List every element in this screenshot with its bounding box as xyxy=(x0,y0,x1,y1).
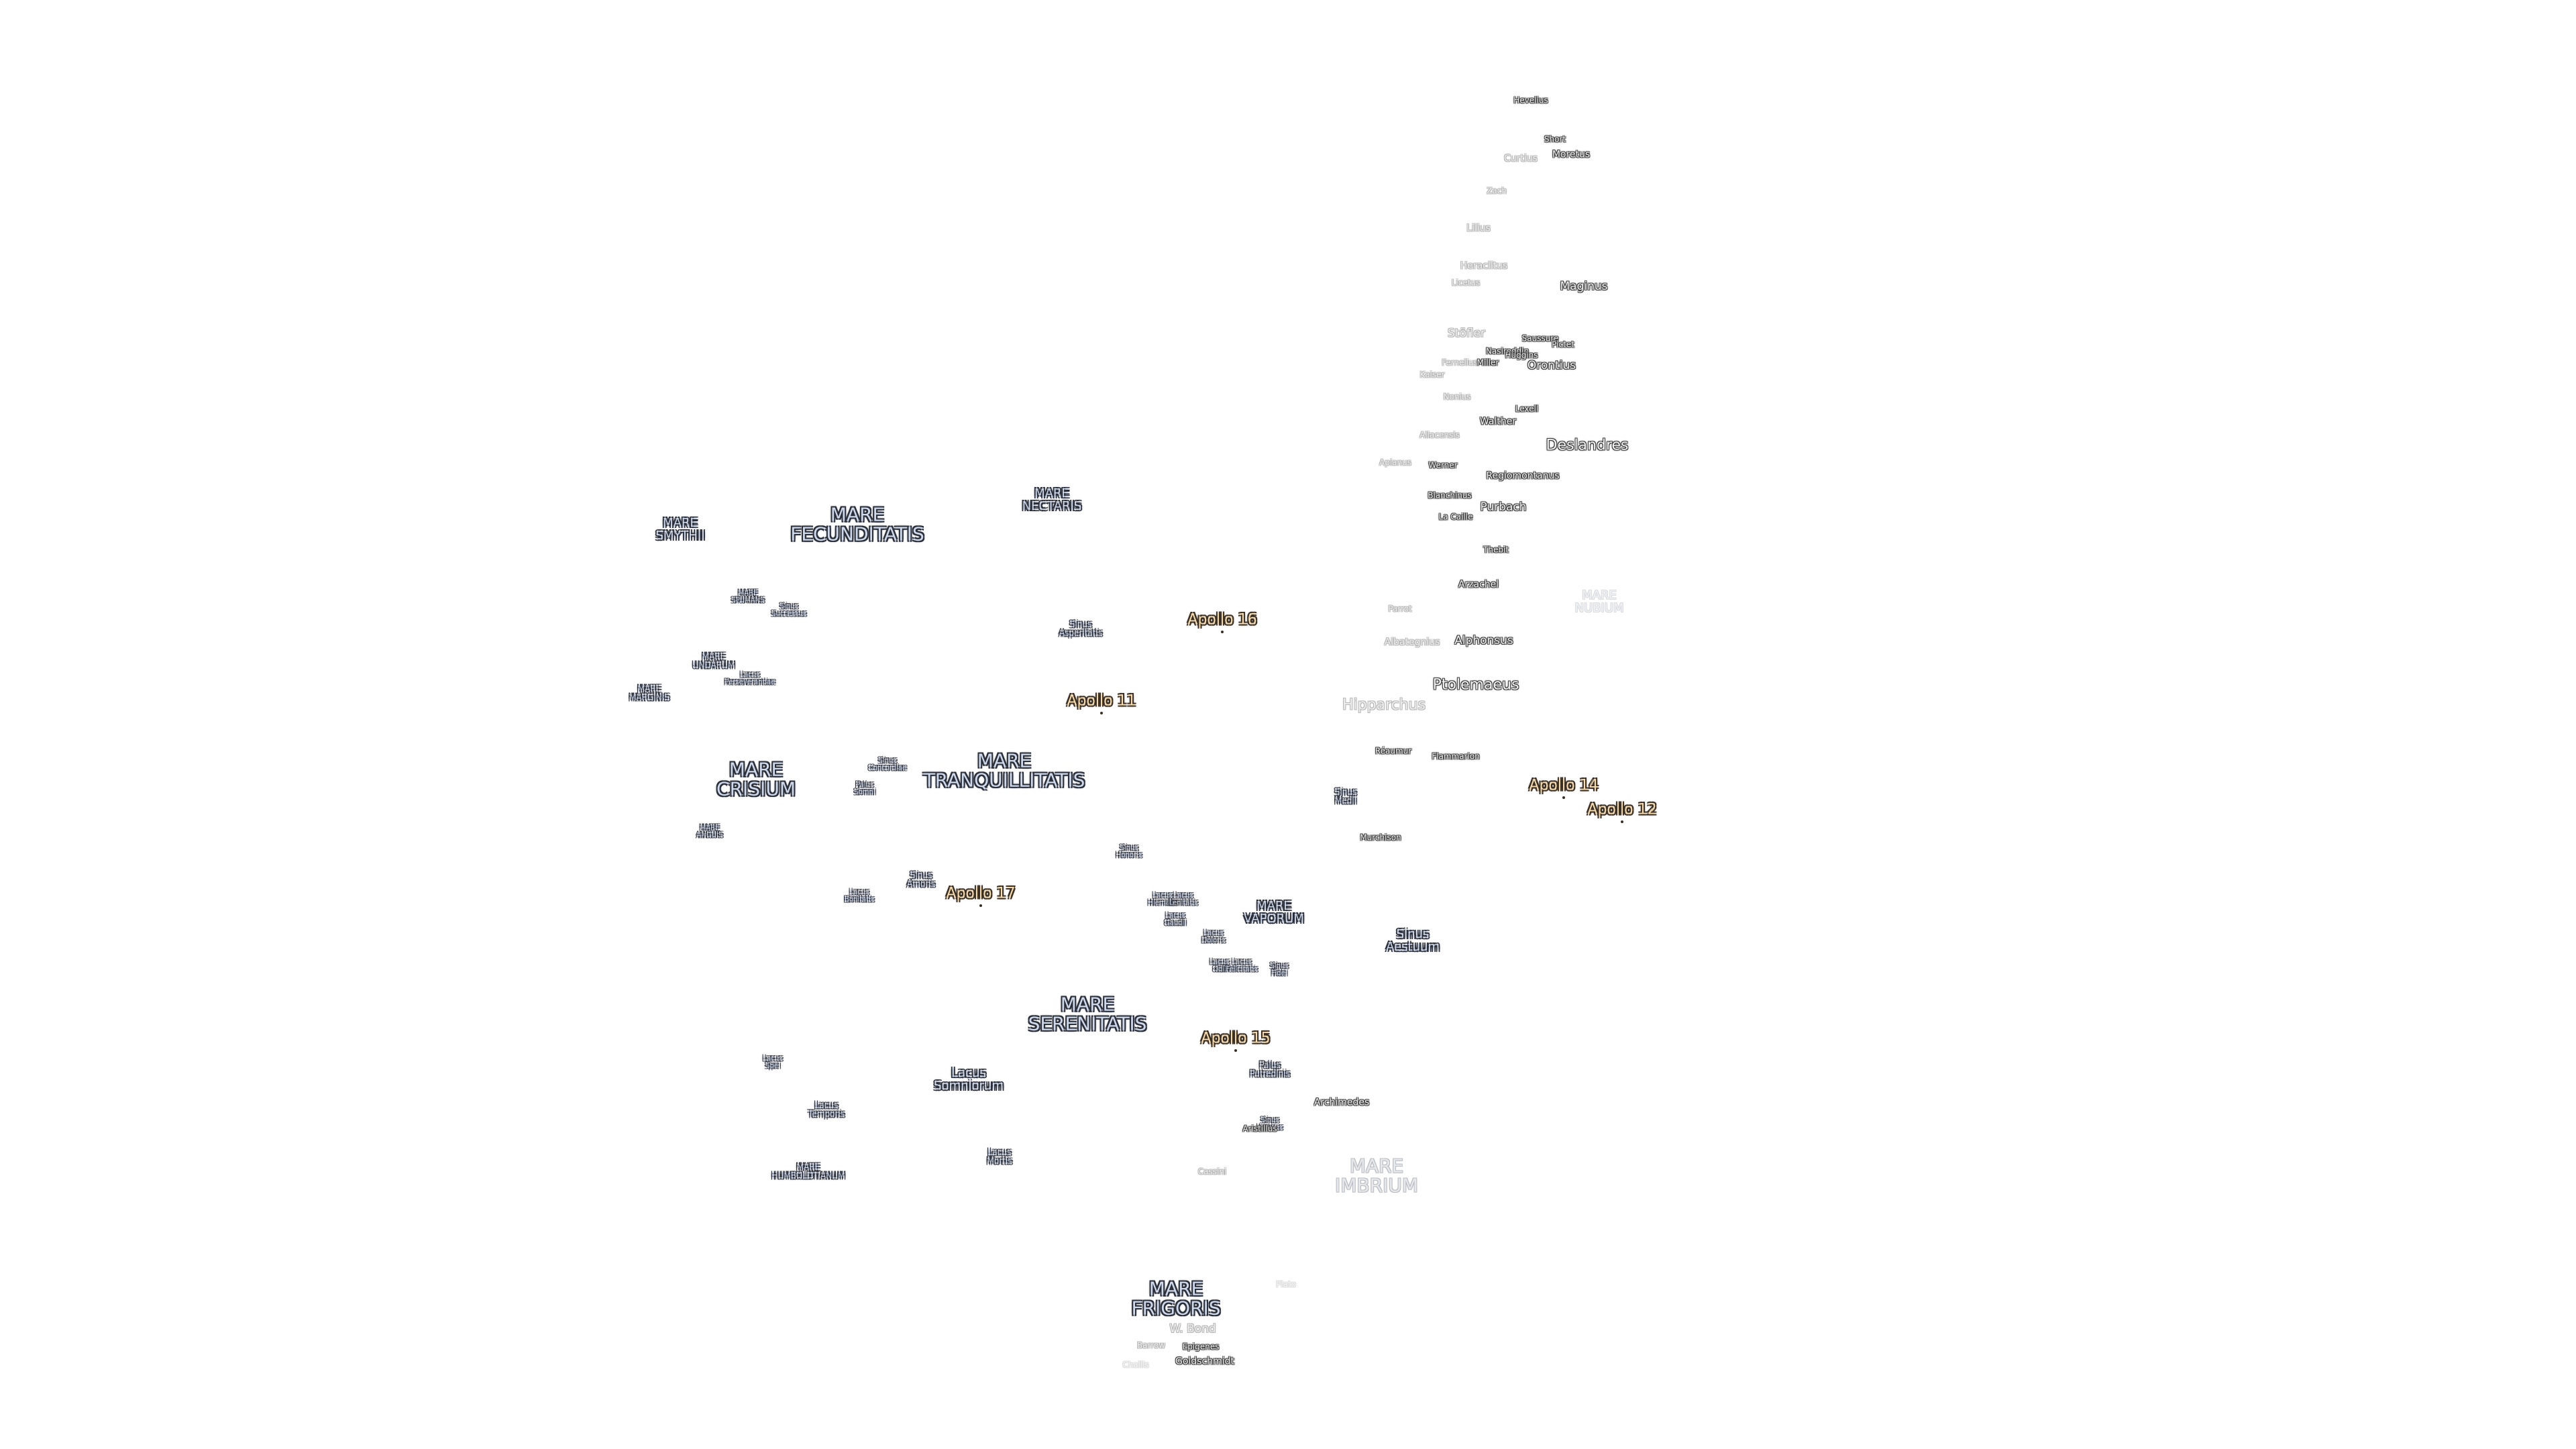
feature-label-palus-putredinis: Palus Putredinis xyxy=(1250,1060,1290,1078)
crater-label-hipparchus: Hipparchus xyxy=(1342,696,1426,714)
crater-label-ptolemaeus: Ptolemaeus xyxy=(1432,676,1519,694)
landing-site-marker xyxy=(1221,631,1224,633)
feature-label-lacus-somniorum: Lacus Somniorum xyxy=(934,1066,1004,1093)
feature-label-lacus-doloris: Lacus Doloris xyxy=(1201,929,1226,944)
crater-label-moretus: Moretus xyxy=(1552,149,1591,160)
feature-label-lacus-felicitatis: Lacus Felicitatis xyxy=(1226,958,1258,973)
feature-label-mare-spumans: MARE SPUMANS xyxy=(731,589,765,604)
landing-site-marker xyxy=(1621,820,1623,823)
crater-label-cassini: Cassini xyxy=(1197,1167,1227,1177)
crater-label-st-fler: Stöfler xyxy=(1447,327,1486,341)
crater-label-goldschmidt: Goldschmidt xyxy=(1175,1356,1234,1367)
crater-label-thebit: Thebit xyxy=(1483,545,1509,555)
crater-label-aristillus: Aristillus xyxy=(1242,1124,1277,1134)
crater-label-alphonsus: Alphonsus xyxy=(1454,634,1513,648)
feature-label-mare-humboldtianum: MARE HUMBOLDTIANUM xyxy=(771,1162,845,1180)
feature-label-sinus-successus: Sinus Successus xyxy=(771,602,806,617)
crater-label-archimedes: Archimedes xyxy=(1313,1097,1370,1108)
crater-label-huggins: Huggins xyxy=(1505,350,1538,360)
feature-label-mare-smythii: MARE SMYTHII xyxy=(655,516,705,543)
feature-label-lacus-bonitatis: Lacus Bonitatis xyxy=(844,888,875,903)
feature-label-mare-marginis: MARE MARGINIS xyxy=(629,684,669,702)
crater-label-epigenes: Epigenes xyxy=(1182,1342,1220,1352)
crater-label-licetus: Licetus xyxy=(1451,278,1481,288)
crater-label-werner: Werner xyxy=(1428,460,1458,470)
crater-label-hevelius: Hevelius xyxy=(1513,95,1548,105)
feature-label-mare-vaporum: MARE VAPORUM xyxy=(1244,899,1304,926)
feature-label-lacus-hiemalis: Lacus Hiemalis xyxy=(1148,892,1177,906)
feature-label-sinus-medii: Sinus Medii xyxy=(1334,787,1357,805)
crater-label-deslandres: Deslandres xyxy=(1546,437,1629,454)
crater-label-orontius: Orontius xyxy=(1527,359,1576,373)
crater-label-walther: Walther xyxy=(1479,416,1517,427)
crater-label-murchison: Murchison xyxy=(1360,833,1401,843)
feature-label-sinus-amoris: Sinus Amoris xyxy=(907,870,935,888)
feature-label-lacus-temporis: Lacus Temporis xyxy=(808,1100,845,1118)
feature-label-mare-tranquillitatis: MARE TRANQUILLITATIS xyxy=(923,749,1085,792)
feature-label-lacus-perseverantiae: Lacus Perseverantiae xyxy=(724,671,775,686)
landing-site-label-apollo-12: Apollo 12 xyxy=(1587,801,1657,818)
crater-label-w-bond: W. Bond xyxy=(1169,1322,1216,1336)
feature-label-sinus-concordiae: Sinus Concordiae xyxy=(868,757,907,771)
feature-label-mare-nubium: MARE NUBIUM xyxy=(1574,588,1624,615)
feature-label-lacus-gaudii: Lacus Gaudii xyxy=(1164,912,1187,926)
crater-label-barrow: Barrow xyxy=(1136,1340,1166,1350)
crater-label-flammarion: Flammarion xyxy=(1432,751,1480,761)
feature-label-sinus-fidei: Sinus Fidei xyxy=(1270,962,1289,977)
crater-label-plato: Plato xyxy=(1276,1279,1296,1289)
feature-label-lacus-odii: Lacus Odii xyxy=(1210,958,1230,973)
landing-site-marker xyxy=(1562,796,1565,799)
crater-label-zach: Zach xyxy=(1487,186,1507,196)
landing-site-label-apollo-16: Apollo 16 xyxy=(1187,611,1257,629)
crater-label-r-aumur: Réaumur xyxy=(1375,746,1412,756)
crater-label-maginus: Maginus xyxy=(1560,280,1608,294)
feature-label-sinus-honoris: Sinus Honoris xyxy=(1116,844,1142,859)
feature-label-sinus-aestuum: Sinus Aestuum xyxy=(1386,927,1440,954)
feature-label-mare-crisium: MARE CRISIUM xyxy=(716,758,796,800)
crater-label-kaiser: Kaiser xyxy=(1419,370,1445,380)
landing-site-label-apollo-11: Apollo 11 xyxy=(1067,692,1136,710)
landing-site-marker xyxy=(1100,712,1103,714)
landing-site-label-apollo-15: Apollo 15 xyxy=(1201,1030,1271,1047)
crater-label-challis: Challis xyxy=(1122,1360,1149,1370)
crater-label-parrot: Parrot xyxy=(1388,604,1412,614)
crater-label-arzachel: Arzachel xyxy=(1458,579,1499,590)
feature-label-mare-fecunditatis: MARE FECUNDITATIS xyxy=(790,503,924,545)
crater-label-heraclitus: Heraclitus xyxy=(1460,260,1508,272)
crater-label-curtius: Curtius xyxy=(1504,153,1538,164)
crater-label-lexell: Lexell xyxy=(1515,404,1539,414)
feature-label-mare-imbrium: MARE IMBRIUM xyxy=(1335,1155,1418,1197)
crater-label-apianus: Apianus xyxy=(1379,458,1411,468)
feature-label-palus-somni: Palus Somni xyxy=(854,781,875,796)
feature-label-mare-serenitatis: MARE SERENITATIS xyxy=(1028,993,1147,1035)
feature-label-lacus-mortis: Lacus Mortis xyxy=(987,1147,1012,1165)
feature-label-lacus-spei: Lacus Spei xyxy=(763,1055,783,1069)
crater-label-miller: Miller xyxy=(1477,358,1499,368)
feature-label-mare-frigoris: MARE FRIGORIS xyxy=(1131,1277,1221,1320)
crater-label-pictet: Pictet xyxy=(1552,339,1574,350)
crater-label-nasireddin: Nasireddin xyxy=(1485,346,1529,356)
crater-label-nonius: Nonius xyxy=(1443,392,1471,402)
crater-label-saussure: Saussure xyxy=(1521,333,1559,343)
feature-label-mare-anguis: MARE ANGUIS xyxy=(696,824,723,839)
crater-label-lilius: Lilius xyxy=(1466,223,1491,234)
crater-label-short: Short xyxy=(1544,134,1566,144)
crater-label-albategnius: Albategnius xyxy=(1384,637,1440,648)
crater-label-fernelius: Fernelius xyxy=(1442,358,1478,368)
feature-label-sinus-lunicus: Sinus Lunicus xyxy=(1257,1116,1283,1131)
crater-label-purbach: Purbach xyxy=(1480,500,1527,515)
crater-label-regiomontanus: Regiomontanus xyxy=(1486,470,1560,482)
landing-site-marker xyxy=(1234,1049,1237,1052)
feature-label-mare-undarum: MARE UNDARUM xyxy=(692,651,735,669)
landing-site-marker xyxy=(979,904,982,907)
crater-label-la-caille: La Caille xyxy=(1438,512,1473,522)
crater-label-blanchinus: Blanchinus xyxy=(1428,490,1472,500)
crater-label-aliacensis: Aliacensis xyxy=(1419,430,1460,440)
feature-label-mare-nectaris: MARE NECTARIS xyxy=(1022,486,1082,513)
landing-site-label-apollo-17: Apollo 17 xyxy=(946,885,1016,902)
feature-label-sinus-asperitatis: Sinus Asperitatis xyxy=(1059,619,1103,637)
landing-site-label-apollo-14: Apollo 14 xyxy=(1529,777,1599,794)
feature-label-lacus-lenitatis: Lacus Lenitatis xyxy=(1169,892,1198,906)
